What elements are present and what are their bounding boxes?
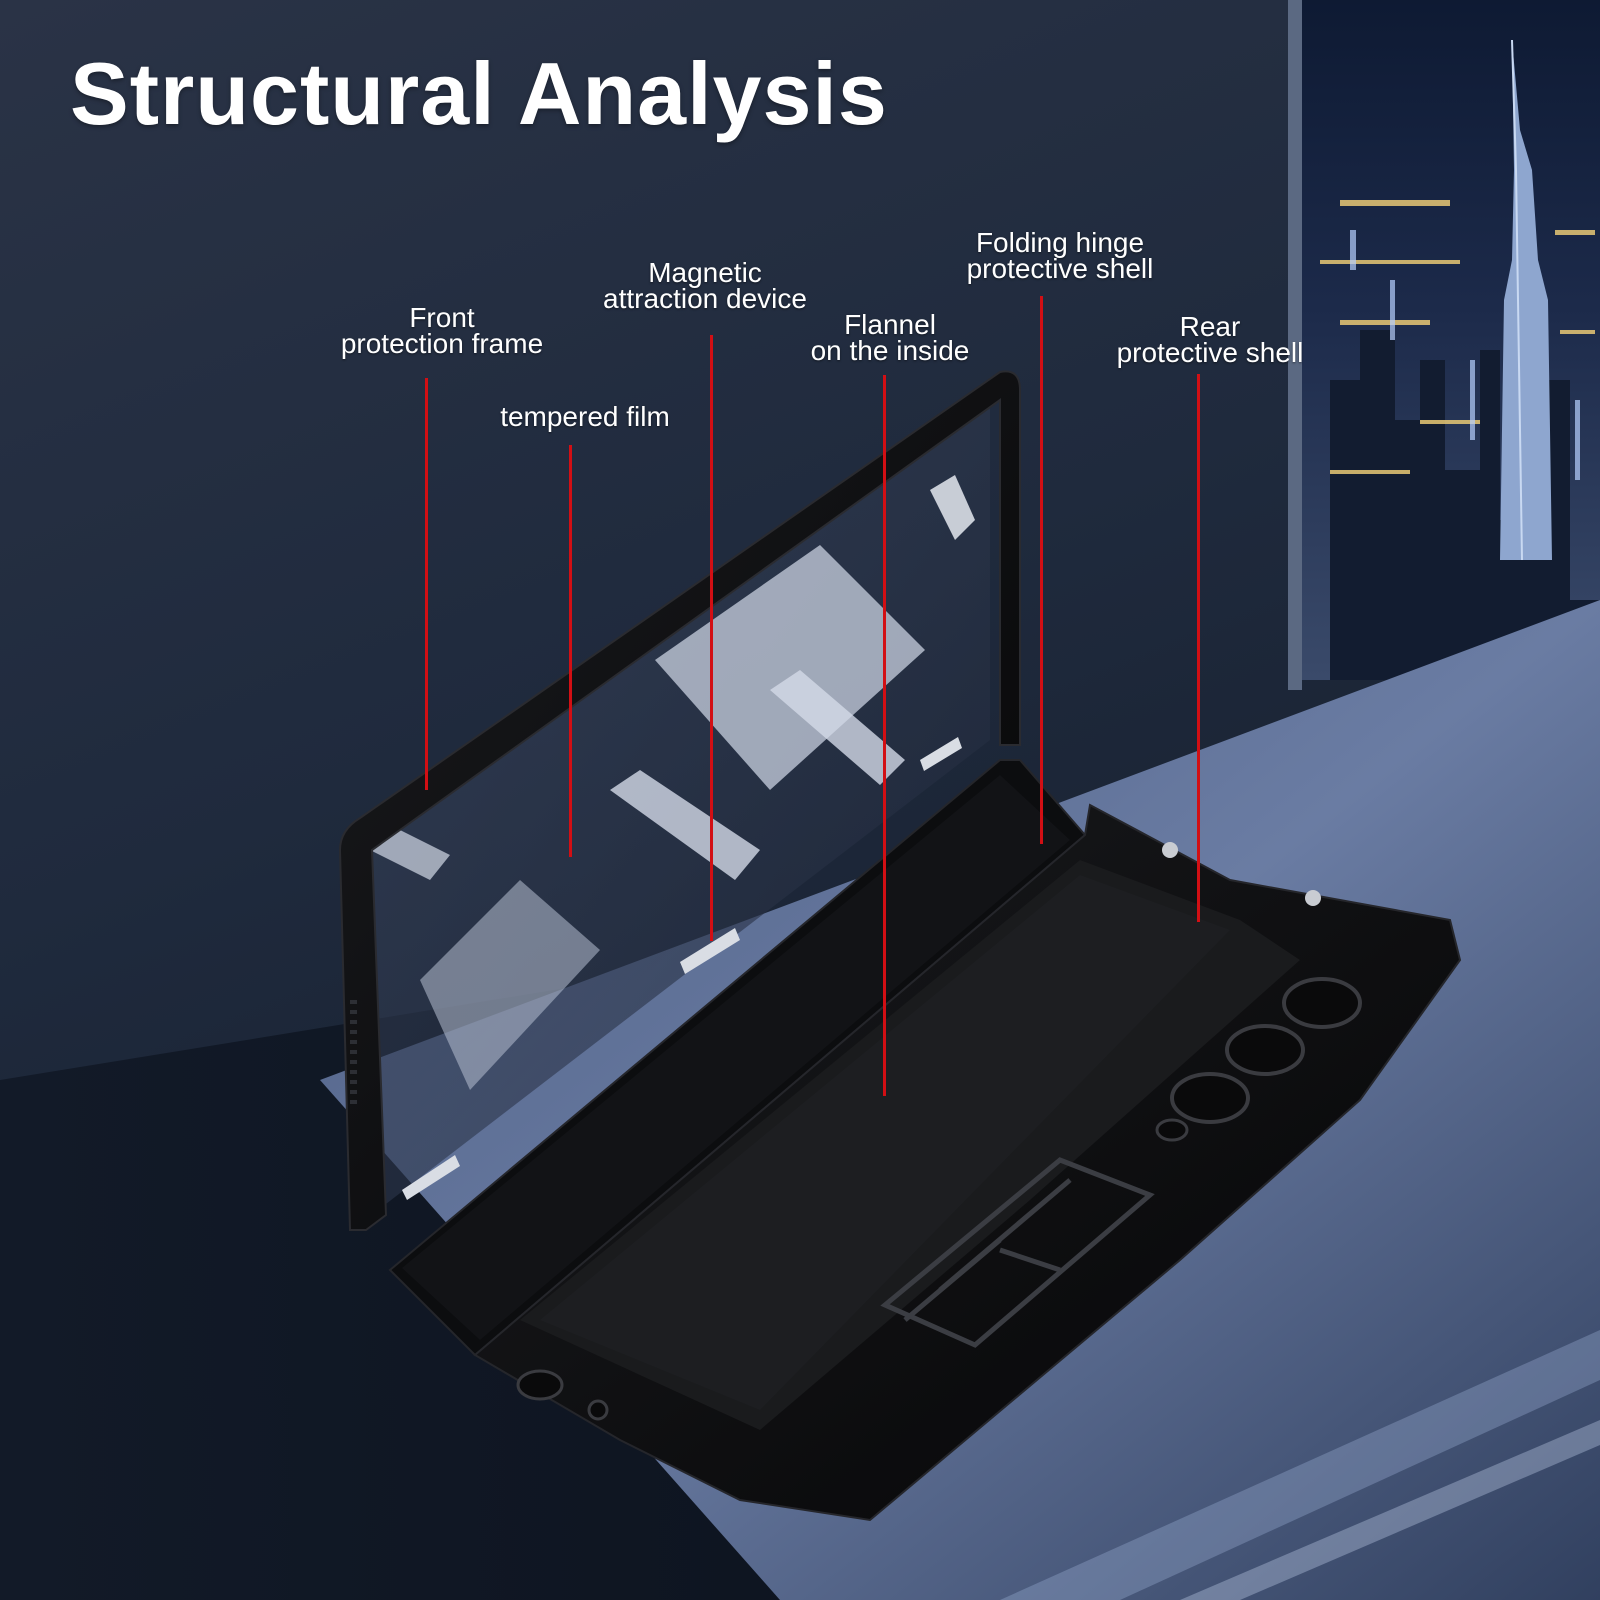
callout-folding-hinge-shell: Folding hinge protective shell xyxy=(935,227,1185,284)
kickstand xyxy=(880,1157,1155,1348)
side-ports xyxy=(516,1369,609,1421)
page-title: Structural Analysis xyxy=(70,44,888,143)
base-assembly xyxy=(388,759,1462,1522)
callout-rear-protective-shell: Rear protective shell xyxy=(1090,311,1330,368)
callout-line: protection frame xyxy=(340,328,544,359)
callout-line: attraction device xyxy=(603,283,807,314)
callout-line: Rear xyxy=(1179,311,1241,342)
callout-line: protective shell xyxy=(1116,337,1304,368)
callout-flannel-inside: Flannel on the inside xyxy=(780,309,1000,366)
callout-line: on the inside xyxy=(810,335,970,366)
camera-holes xyxy=(1155,842,1362,1142)
callout-line: protective shell xyxy=(966,253,1154,284)
leader-line-magnetic-device xyxy=(710,335,713,941)
leader-line-rear-shell xyxy=(1197,374,1200,922)
city-window xyxy=(1288,0,1600,690)
callout-line: tempered film xyxy=(500,401,670,432)
front-frame-assembly xyxy=(338,370,1021,1256)
callout-line: Folding hinge xyxy=(975,227,1145,258)
callout-line: Magnetic xyxy=(648,257,762,288)
front-frame xyxy=(338,370,1021,1231)
callout-line: Flannel xyxy=(844,309,936,340)
leader-line-flannel xyxy=(883,375,886,1096)
callout-magnetic-attraction-device: Magnetic attraction device xyxy=(570,257,840,314)
callout-tempered-film: tempered film xyxy=(465,401,705,432)
leader-line-hinge-shell xyxy=(1040,296,1043,844)
leader-line-front-frame xyxy=(425,378,428,790)
callout-line: Front xyxy=(409,302,475,333)
callout-front-protection-frame: Front protection frame xyxy=(307,302,577,359)
leader-line-tempered-film xyxy=(569,445,572,857)
